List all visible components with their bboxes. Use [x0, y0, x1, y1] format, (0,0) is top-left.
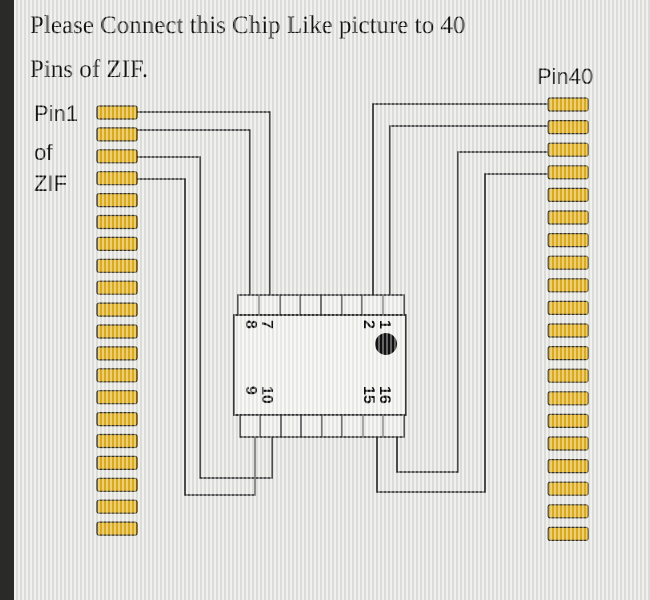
zif-pad-right-4 — [547, 165, 589, 180]
pin40-label: Pin40 — [537, 64, 594, 89]
zif-pad-right-9 — [547, 278, 589, 293]
chip-pin-10-label: 10 — [258, 386, 275, 404]
zif-pad-right-6 — [547, 210, 589, 225]
right-zif-pad-column — [547, 97, 589, 542]
zif-pad-left-3 — [96, 149, 138, 164]
chip-pin-8-label: 8 — [242, 320, 259, 329]
wire-pin39-chip2 — [389, 125, 548, 295]
wire-pin40-chip1 — [372, 103, 548, 295]
zif-pad-left-10 — [96, 302, 138, 317]
zif-pad-right-7 — [547, 233, 589, 248]
instruction-title-line1: Please Connect this Chip Like picture to… — [30, 12, 466, 39]
zif-pad-right-5 — [547, 187, 589, 202]
chip-pin-15-label: 15 — [360, 386, 377, 404]
zif-pad-left-5 — [96, 193, 138, 208]
zif-pad-right-19 — [547, 504, 589, 519]
zif-label: ZIF — [34, 171, 67, 196]
zif-pad-left-8 — [96, 258, 138, 273]
pin1-label: Pin1 — [34, 101, 79, 126]
pin1-marker-dot — [375, 333, 397, 355]
zif-pad-right-2 — [547, 119, 589, 135]
zif-pad-right-3 — [547, 142, 589, 157]
zif-pad-right-16 — [547, 436, 589, 451]
zif-pad-left-15 — [96, 412, 138, 427]
zif-pad-right-8 — [547, 255, 589, 270]
chip-pin-9-label: 9 — [242, 386, 259, 395]
wire-pin4-chip9 — [137, 178, 256, 496]
zif-pad-left-1 — [96, 105, 138, 120]
zif-pad-left-7 — [96, 236, 138, 251]
zif-pad-right-11 — [547, 323, 589, 338]
wire-pin2-chip7 — [137, 129, 251, 295]
zif-pad-right-18 — [547, 481, 589, 496]
chip-pin-16-label: 16 — [376, 386, 393, 404]
chip-package: 8 7 2 1 9 10 15 16 — [233, 294, 407, 438]
zif-pad-left-12 — [96, 346, 138, 361]
zif-pad-left-16 — [96, 433, 138, 449]
wire-pin3-chip10 — [137, 156, 273, 479]
zif-pad-left-14 — [96, 390, 138, 405]
zif-pad-right-15 — [547, 413, 589, 428]
chip-body — [233, 314, 407, 416]
zif-pad-right-1 — [547, 97, 589, 112]
zif-pad-left-2 — [96, 127, 138, 142]
zif-pad-left-6 — [96, 214, 138, 230]
wire-pin1-chip8 — [137, 111, 271, 295]
chip-pin-1-label: 1 — [376, 320, 393, 329]
zif-pad-left-17 — [96, 455, 138, 470]
pin1-of-label: of — [34, 140, 53, 165]
zif-pad-left-11 — [96, 324, 138, 339]
zif-pad-left-9 — [96, 280, 138, 295]
zif-pad-right-13 — [547, 368, 589, 383]
chip-pin-7-label: 7 — [258, 320, 275, 329]
zif-pad-left-13 — [96, 368, 138, 383]
zif-pad-left-4 — [96, 171, 138, 186]
chip-pin-2-label: 2 — [360, 320, 377, 329]
zif-pad-left-18 — [96, 477, 138, 492]
wire-pin38-chip16 — [396, 151, 548, 473]
left-zif-pad-column — [96, 105, 138, 536]
instruction-title-line2: Pins of ZIF. — [30, 56, 149, 83]
zif-pad-right-14 — [547, 391, 589, 406]
zif-pad-left-19 — [96, 499, 138, 514]
zif-pad-right-10 — [547, 300, 589, 315]
zif-pad-right-20 — [547, 526, 589, 542]
wiring-traces — [137, 103, 548, 496]
zif-pad-left-20 — [96, 521, 138, 536]
zif-pad-right-17 — [547, 459, 589, 474]
zif-pad-right-12 — [547, 346, 589, 361]
wire-pin37-chip15 — [376, 173, 548, 493]
